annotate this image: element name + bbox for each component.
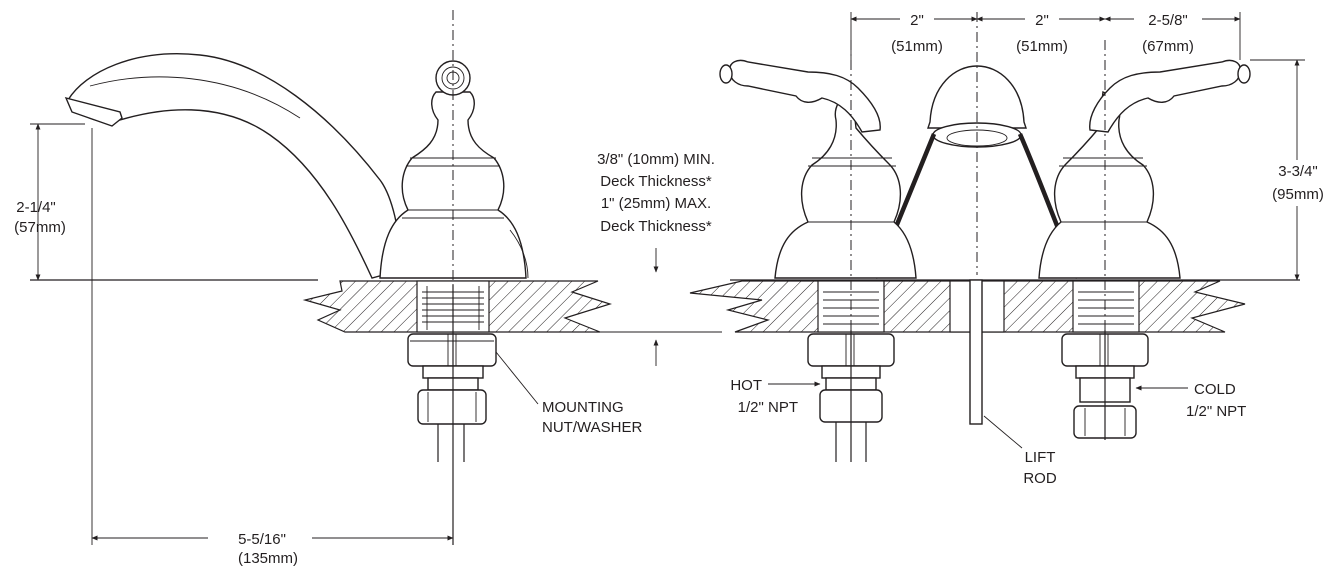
- lift-rod-label-line1: LIFT: [1025, 449, 1056, 466]
- cold-label-line1: COLD: [1194, 381, 1236, 398]
- spout-height-metric: (57mm): [14, 219, 66, 236]
- cold-lever: [1089, 59, 1241, 133]
- cold-label-line2: 1/2" NPT: [1186, 403, 1246, 420]
- deck-note-line2: Deck Thickness*: [600, 173, 712, 190]
- spacing-left-metric: (51mm): [891, 38, 943, 55]
- hot-label-line1: HOT: [730, 377, 762, 394]
- deck-thickness-note: 3/8" (10mm) MIN. Deck Thickness* 1" (25m…: [597, 151, 722, 366]
- lift-rod-leader: [983, 415, 1023, 449]
- spout-height-imperial: 2-1/4": [16, 199, 56, 216]
- deck-note-line1: 3/8" (10mm) MIN.: [597, 151, 715, 168]
- spout-reach-metric: (135mm): [238, 550, 298, 567]
- deck-note-line4: Deck Thickness*: [600, 218, 712, 235]
- spacing-right-metric: (51mm): [1016, 38, 1068, 55]
- deck-note-line3: 1" (25mm) MAX.: [601, 195, 711, 212]
- mounting-nut: [407, 333, 497, 367]
- hot-handle-body: [774, 91, 917, 279]
- mounting-label-line2: NUT/WASHER: [542, 419, 642, 436]
- spacing-right-imperial: 2": [1035, 12, 1049, 29]
- spout-aerator: [64, 96, 123, 127]
- hot-label-line2: 1/2" NPT: [738, 399, 798, 416]
- spacing-left-imperial: 2": [910, 12, 924, 29]
- handle-offset-imperial: 2-5/8": [1148, 12, 1188, 29]
- overall-height-imperial: 3-3/4": [1278, 163, 1318, 180]
- spout-reach-imperial: 5-5/16": [238, 531, 286, 548]
- mounting-leader: [495, 351, 539, 405]
- cold-shank: [1072, 280, 1140, 333]
- lift-rod-label-line2: ROD: [1023, 470, 1057, 487]
- mounting-label-line1: MOUNTING: [542, 399, 624, 416]
- lift-rod: [969, 279, 983, 425]
- handle-offset-metric: (67mm): [1142, 38, 1194, 55]
- side-view: 2-1/4" (57mm) 5-5/16" (135mm) MOUNTING N…: [14, 10, 642, 567]
- overall-height-metric: (95mm): [1272, 186, 1324, 203]
- hot-lever: [729, 59, 881, 133]
- front-view: 2" (51mm) 2" (51mm) 2-5/8" (67mm) 3-3/4"…: [689, 10, 1336, 487]
- coupling-nut-side: [417, 389, 487, 425]
